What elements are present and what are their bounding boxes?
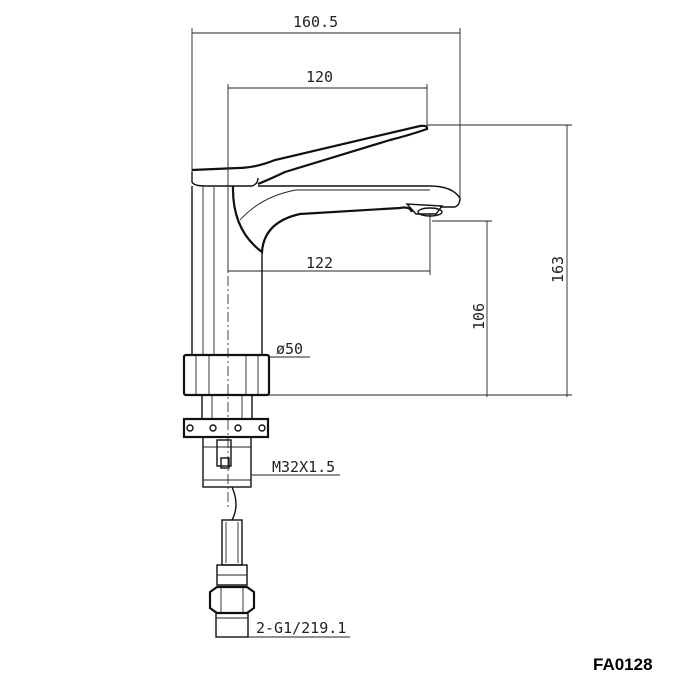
dimension-lines — [191, 28, 572, 638]
dim-total-length: 160.5 — [293, 13, 338, 31]
faucet-body — [182, 124, 461, 510]
product-code: FA0128 — [593, 655, 653, 674]
dim-hose-connection: 2-G1/219.1 — [256, 619, 346, 637]
dim-base-diameter: ø50 — [276, 340, 303, 358]
dim-spout-reach: 122 — [306, 254, 333, 272]
mounting-hardware — [182, 394, 270, 488]
dim-spout-height: 106 — [470, 303, 488, 330]
dim-total-height: 163 — [549, 256, 567, 283]
dim-mount-thread: M32X1.5 — [272, 458, 335, 476]
dim-handle-length: 120 — [306, 68, 333, 86]
supply-hose — [208, 486, 256, 638]
